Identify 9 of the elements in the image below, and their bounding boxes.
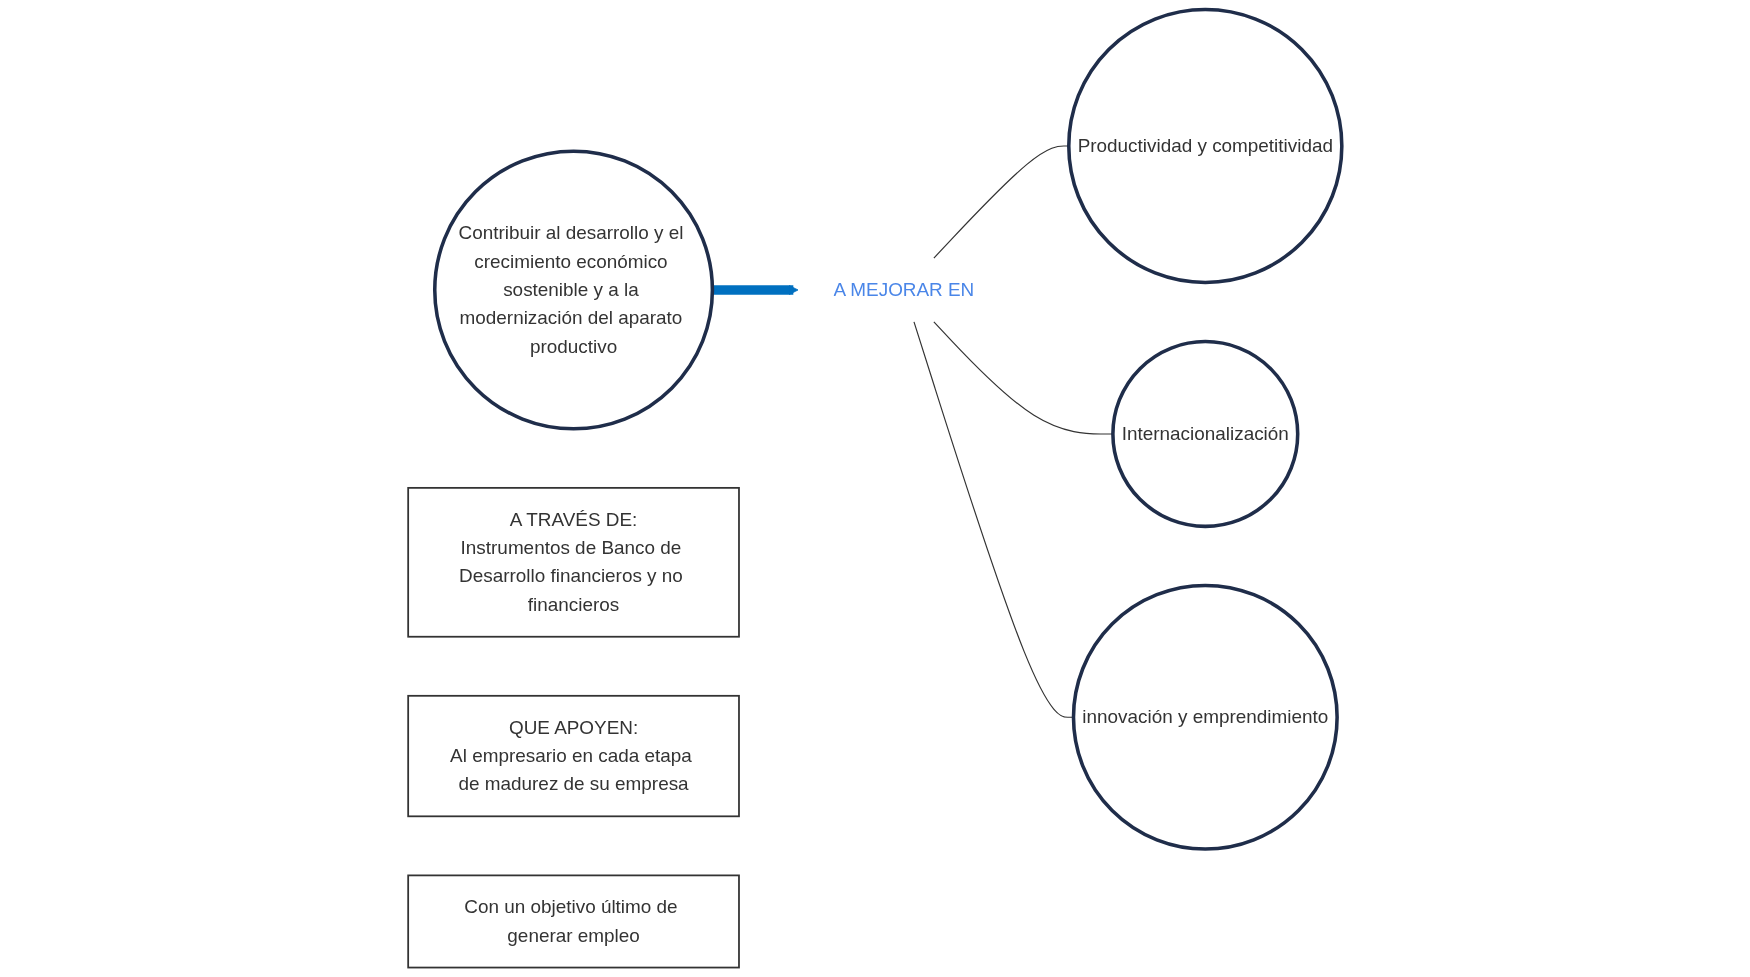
node-text: A MEJORAR EN: [833, 279, 975, 300]
node-circle: Contribuir al desarrollo y el crecimiento económico sostenible y a la modernización del aparato productivo: [433, 149, 715, 431]
node-circle: Internacionalización: [1111, 339, 1300, 529]
node-box: Con un objetivo último de generar empleo: [407, 874, 740, 969]
node-box: QUE APOYEN: Al empresario en cada etapa de madurez de su empresa: [407, 694, 740, 818]
arrow: [712, 284, 799, 296]
node-box: A TRAVÉS DE: Instrumentos de Banco de Desarrollo financieros y no financieros: [407, 487, 740, 638]
node-circle: innovación y emprendimiento: [1071, 583, 1339, 851]
node-circle: Productividad y competitividad: [1067, 7, 1344, 285]
